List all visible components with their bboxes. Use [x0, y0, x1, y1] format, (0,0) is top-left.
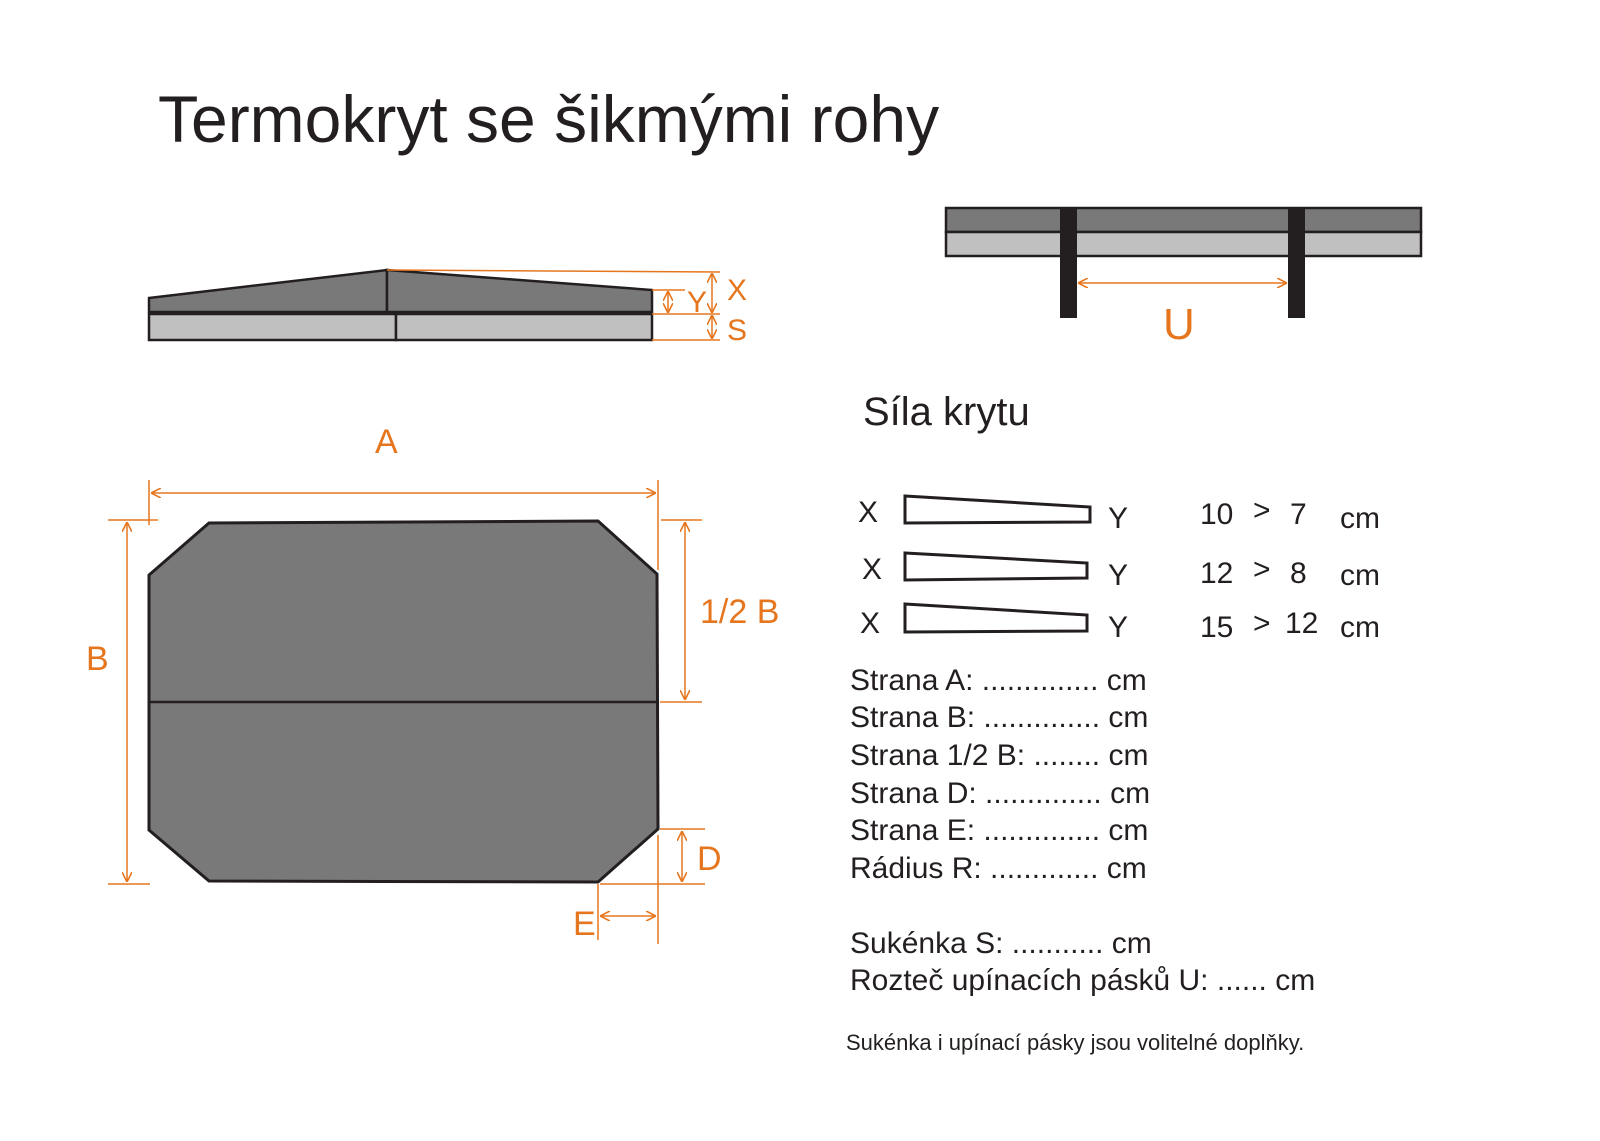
strap-diagram: [944, 206, 1423, 318]
strap-left: [1060, 208, 1077, 318]
wedge-y-label: Y: [1108, 559, 1129, 592]
thickness-arrow: >: [1253, 553, 1271, 586]
wedge-icon-15-12: [903, 602, 1089, 634]
field-radius-r: Rádius R: ............. cm: [850, 852, 1147, 885]
label-s: S: [727, 314, 748, 347]
strap-right: [1288, 208, 1305, 318]
field-side-d: Strana D: .............. cm: [850, 777, 1151, 810]
skirt-profile-right: [394, 312, 654, 342]
thickness-arrow: >: [1253, 607, 1271, 640]
strap-cover-bar: [944, 206, 1423, 234]
thickness-to: 8: [1290, 557, 1307, 590]
label-u: U: [1163, 300, 1195, 349]
thickness-from: 10: [1200, 498, 1234, 531]
wedge-y-label: Y: [1108, 502, 1129, 535]
wedge-x-label: X: [858, 496, 879, 529]
thickness-from: 12: [1200, 557, 1234, 590]
label-e: E: [573, 905, 596, 943]
wedge-x-label: X: [860, 607, 881, 640]
thickness-unit: cm: [1340, 559, 1380, 592]
strap-skirt-bar: [944, 230, 1423, 258]
label-half-b: 1/2 B: [700, 593, 780, 631]
field-strap-spacing-u: Rozteč upínacích pásků U: ...... cm: [850, 964, 1316, 997]
field-side-e: Strana E: .............. cm: [850, 814, 1149, 847]
thickness-from: 15: [1200, 611, 1234, 644]
side-profile-diagram: [147, 268, 721, 342]
thickness-heading: Síla krytu: [863, 390, 1030, 434]
label-a: A: [375, 423, 398, 461]
field-side-a: Strana A: .............. cm: [850, 664, 1147, 697]
label-x: X: [727, 274, 748, 307]
thickness-to: 7: [1290, 498, 1307, 531]
top-view-diagram: [108, 480, 705, 944]
skirt-profile-left: [147, 312, 398, 342]
label-b: B: [86, 640, 109, 678]
field-skirt-s: Sukénka S: ........... cm: [850, 927, 1152, 960]
cover-profile-right: [385, 268, 654, 314]
page-title: Termokryt se šikmými rohy: [158, 82, 940, 156]
thickness-to: 12: [1285, 607, 1319, 640]
thickness-wedges: [903, 494, 1092, 634]
cover-profile-left: [147, 268, 389, 314]
thickness-unit: cm: [1340, 502, 1380, 535]
thickness-arrow: >: [1253, 494, 1271, 527]
thickness-unit: cm: [1340, 611, 1380, 644]
top-view-dimension-lines: [108, 480, 705, 944]
profile-dimension-lines: [386, 269, 721, 341]
wedge-x-label: X: [862, 553, 883, 586]
label-d: D: [697, 840, 722, 878]
wedge-icon-12-8: [903, 551, 1089, 582]
wedge-y-label: Y: [1108, 611, 1129, 644]
optional-extras-note: Sukénka i upínací pásky jsou volitelné d…: [846, 1030, 1305, 1055]
field-side-b: Strana B: .............. cm: [850, 701, 1149, 734]
label-y: Y: [687, 286, 708, 319]
field-side-half-b: Strana 1/2 B: ........ cm: [850, 739, 1149, 772]
wedge-icon-10-7: [903, 494, 1092, 525]
